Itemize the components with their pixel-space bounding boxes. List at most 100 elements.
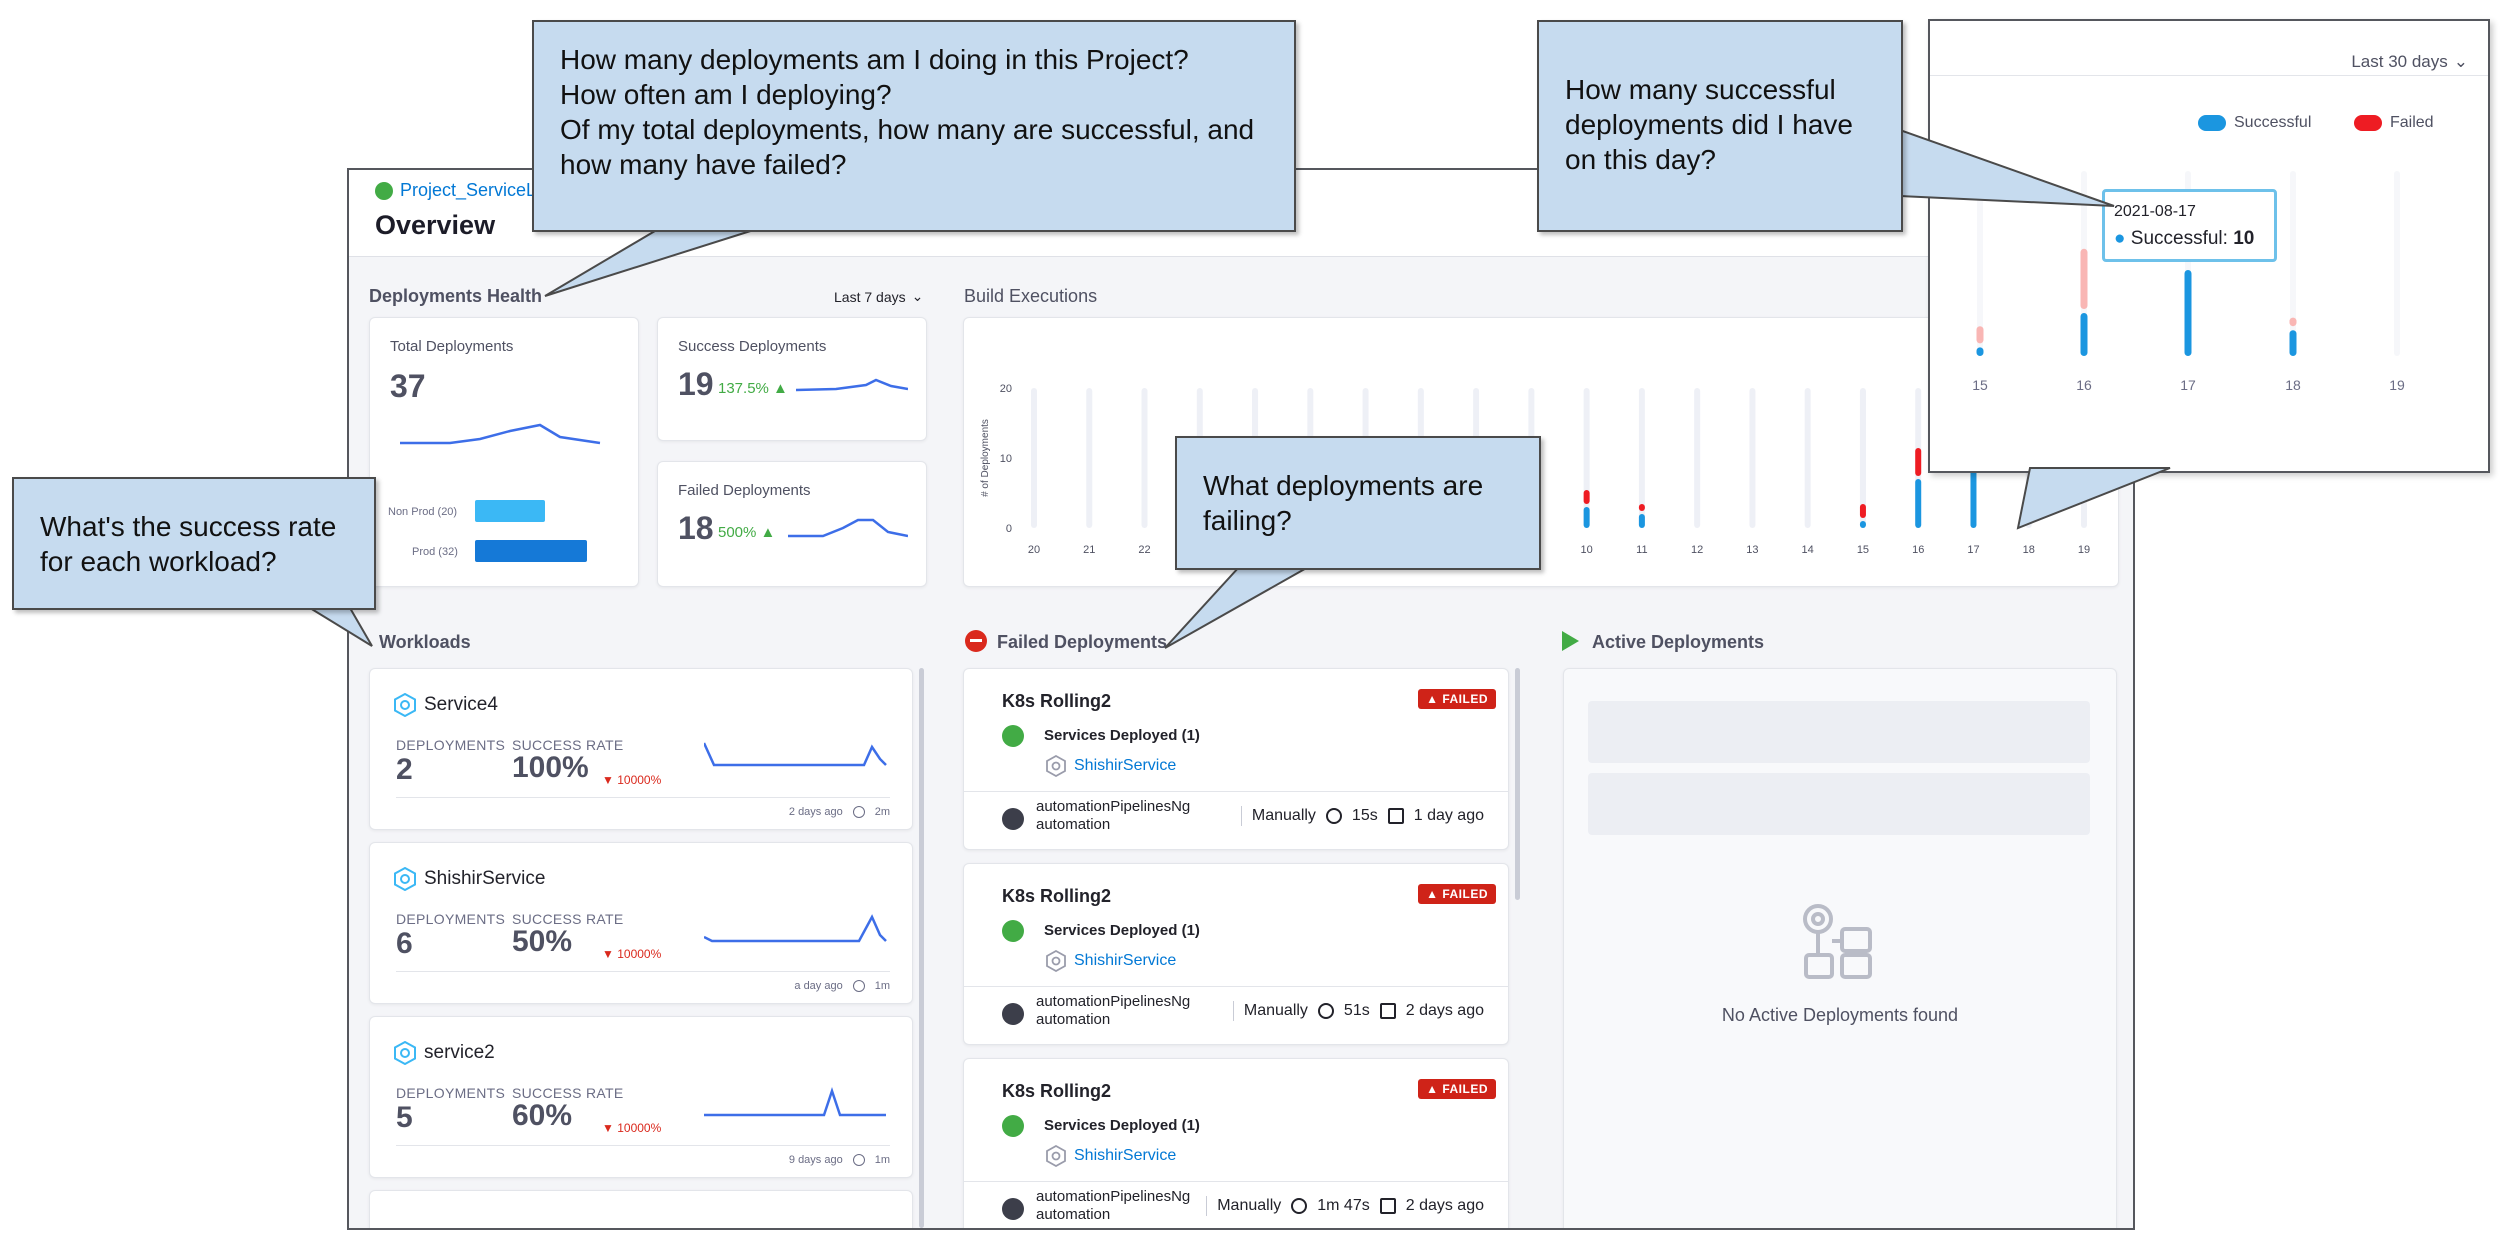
workload-card[interactable] bbox=[369, 1190, 913, 1228]
workload-duration: 1m bbox=[874, 1154, 890, 1166]
skeleton-row bbox=[1588, 701, 2090, 763]
workload-change: ▼ 10000% bbox=[602, 947, 662, 961]
bar-track bbox=[1694, 388, 1701, 528]
tooltip-count: 10 bbox=[2233, 228, 2255, 249]
failed-deployments-heading: Failed Deployments bbox=[997, 632, 1168, 652]
failed-bar bbox=[1859, 504, 1866, 518]
services-deployed-label: Services Deployed (1) bbox=[1044, 922, 1200, 939]
legend-swatch bbox=[2198, 115, 2226, 131]
failed-deployments-value: 18 bbox=[678, 510, 714, 546]
y-tick-label: 10 bbox=[1000, 453, 1012, 465]
failed-icon bbox=[965, 630, 987, 652]
trigger-type: Manually bbox=[1251, 807, 1316, 824]
kpi-success-rate-label: SUCCESS RATE bbox=[512, 737, 624, 753]
workload-change: ▼ 10000% bbox=[602, 1121, 662, 1135]
service-link[interactable]: ShishirService bbox=[1074, 952, 1177, 969]
workload-deployments: 2 bbox=[396, 753, 413, 786]
legend-swatch bbox=[2354, 115, 2382, 131]
x-tick-label: 19 bbox=[2078, 544, 2090, 556]
trigger-type: Manually bbox=[1217, 1197, 1282, 1214]
workload-name-text: Service4 bbox=[424, 694, 498, 715]
tooltip-label: Successful: bbox=[2130, 228, 2228, 249]
total-deployments-card: Total Deployments 37 Non Prod (20) Prod … bbox=[369, 317, 639, 587]
tooltip-value: ● Successful: 10 bbox=[2114, 228, 2254, 250]
callout-line: failing? bbox=[1203, 505, 1292, 536]
deployment-name[interactable]: K8s Rolling2 bbox=[1002, 691, 1112, 711]
service-icon bbox=[1046, 755, 1066, 777]
successful-bar bbox=[1859, 521, 1866, 528]
x-tick-label: 21 bbox=[1083, 544, 1095, 556]
services-deployed-label: Services Deployed (1) bbox=[1044, 1117, 1200, 1134]
tooltip-date: 2021-08-17 bbox=[2114, 203, 2196, 220]
x-tick-label: 15 bbox=[1972, 377, 1988, 393]
pipeline-icon bbox=[1002, 1115, 1024, 1137]
clock-icon bbox=[852, 980, 865, 992]
successful-bar bbox=[1976, 347, 1984, 356]
service-link[interactable]: ShishirService bbox=[1074, 1147, 1177, 1164]
deployment-duration: 15s bbox=[1351, 807, 1378, 824]
page-title: Overview bbox=[375, 210, 496, 240]
zoom-range-dropdown[interactable]: Last 30 days ⌄ bbox=[2351, 52, 2468, 72]
failed-change: 500% ▲ bbox=[718, 524, 776, 541]
env-nonprod-bar bbox=[475, 500, 545, 522]
x-tick-label: 20 bbox=[1028, 544, 1040, 556]
bar-track bbox=[1804, 388, 1811, 528]
calendar-icon bbox=[1379, 1198, 1396, 1214]
success-sparkline bbox=[796, 378, 908, 392]
callout-line: deployments did I have bbox=[1565, 109, 1853, 140]
bar-track bbox=[1086, 388, 1093, 528]
health-range-value: Last 7 days bbox=[834, 288, 906, 305]
callout-line: What's the success rate bbox=[40, 511, 337, 542]
service-icon bbox=[1046, 1145, 1066, 1167]
deployment-name[interactable]: K8s Rolling2 bbox=[1002, 1081, 1112, 1101]
successful-bar bbox=[1915, 479, 1922, 528]
kpi-deployments-label: DEPLOYMENTS bbox=[396, 737, 506, 753]
clock-icon bbox=[1325, 808, 1342, 824]
service-link[interactable]: ShishirService bbox=[1074, 757, 1177, 774]
breadcrumb-project[interactable]: Project_ServiceL bbox=[400, 180, 537, 200]
workloads-scrollbar[interactable] bbox=[919, 668, 924, 1228]
x-tick-label: 19 bbox=[2389, 377, 2405, 393]
failed-scrollbar[interactable] bbox=[1515, 668, 1520, 900]
user-avatar-icon bbox=[1002, 808, 1024, 830]
bar-track bbox=[1749, 388, 1756, 528]
workload-name-text: ShishirService bbox=[424, 868, 546, 889]
y-tick-label: 0 bbox=[1006, 523, 1012, 535]
callout-failing: What deployments are failing? bbox=[1175, 436, 1541, 570]
bar-track bbox=[2290, 171, 2296, 356]
x-tick-label: 15 bbox=[1857, 544, 1869, 556]
deployments-health-heading: Deployments Health bbox=[369, 286, 543, 306]
user-avatar-icon bbox=[1002, 1003, 1024, 1025]
kpi-success-rate-label: SUCCESS RATE bbox=[512, 911, 624, 927]
x-tick-label: 10 bbox=[1581, 544, 1593, 556]
x-tick-label: 16 bbox=[1912, 544, 1924, 556]
kpi-deployments-label: DEPLOYMENTS bbox=[396, 911, 506, 927]
env-prod-bar bbox=[475, 540, 587, 562]
x-tick-label: 11 bbox=[1636, 544, 1647, 556]
breadcrumb[interactable]: Project_ServiceL bbox=[375, 180, 536, 201]
deployment-duration: 51s bbox=[1343, 1002, 1370, 1019]
workload-sparkline bbox=[704, 1087, 886, 1117]
health-range-dropdown[interactable]: Last 7 days ⌄ bbox=[834, 288, 923, 305]
x-tick-label: 13 bbox=[1746, 544, 1758, 556]
deployment-name[interactable]: K8s Rolling2 bbox=[1002, 886, 1112, 906]
zoom-range-value: Last 30 days bbox=[2351, 52, 2448, 71]
failed-bar bbox=[2080, 248, 2088, 309]
callout-line: How often am I deploying? bbox=[560, 79, 892, 110]
active-deployments-heading: Active Deployments bbox=[1592, 632, 1765, 652]
divider bbox=[1240, 806, 1242, 826]
workload-duration: 1m bbox=[874, 980, 890, 992]
service-icon bbox=[1046, 950, 1066, 972]
success-deployments-value: 19 bbox=[678, 366, 714, 402]
